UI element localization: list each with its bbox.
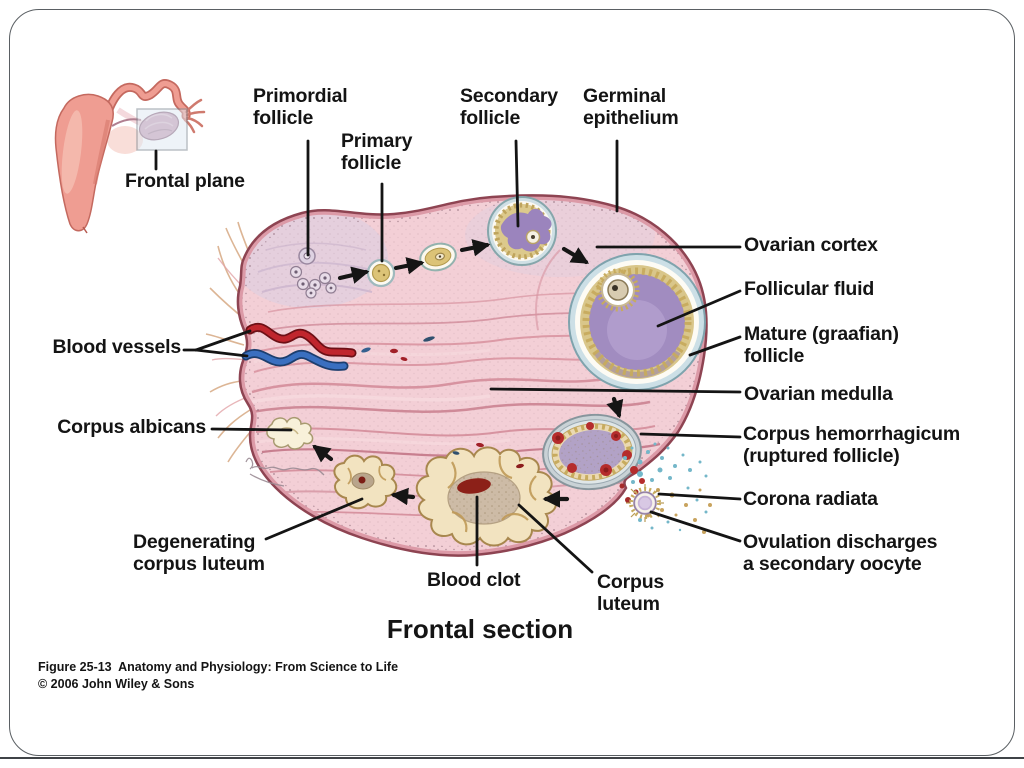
sequence-arrows — [312, 239, 624, 508]
label-corona-radiata: Corona radiata — [743, 488, 878, 510]
blood-vessel-blue — [241, 349, 349, 371]
corona-radiata-ring — [629, 487, 661, 519]
label-secondary-follicle: Secondary follicle — [460, 85, 558, 129]
slide-bottom-rule — [0, 757, 1024, 759]
primary-follicle-shape — [366, 258, 396, 288]
secondary-follicle-shape — [487, 196, 557, 266]
corpus-luteum-shape — [415, 446, 557, 547]
label-corpus-albicans: Corpus albicans — [57, 416, 206, 438]
label-primordial-follicle: Primordial follicle — [253, 85, 348, 129]
mature-follicle-shape — [568, 253, 706, 391]
secondary-follicle-small — [419, 242, 457, 272]
figure-title: Frontal section — [386, 614, 574, 644]
artist-signature — [245, 457, 325, 487]
label-frontal-plane: Frontal plane — [125, 170, 245, 192]
label-corpus-hemorrhagicum: Corpus hemorrhagicum (ruptured follicle) — [743, 423, 961, 467]
discharged-oocyte — [626, 484, 664, 522]
label-primary-follicle: Primary follicle — [341, 130, 413, 174]
leader-lines — [154, 139, 742, 574]
figure-caption-line1: Figure 25-13 Anatomy and Physiology: Fro… — [38, 660, 399, 674]
slide-border — [9, 9, 1015, 756]
oocyte — [596, 268, 640, 312]
uterus-inset-illustration — [54, 79, 206, 234]
label-mature-graafian-follicle: Mature (graafian) follicle — [744, 323, 899, 367]
medulla-vessel-fragments — [361, 336, 524, 469]
blood-clot-shape — [457, 478, 491, 494]
degenerating-corpus-luteum-shape — [333, 454, 398, 510]
label-ovarian-medulla: Ovarian medulla — [744, 383, 893, 405]
label-ovulation-discharges: Ovulation discharges a secondary oocyte — [743, 531, 938, 575]
label-germinal-epithelium: Germinal epithelium — [583, 85, 679, 129]
label-follicular-fluid: Follicular fluid — [744, 278, 875, 300]
label-ovarian-cortex: Ovarian cortex — [744, 234, 878, 256]
label-blood-vessels: Blood vessels — [52, 336, 181, 358]
blood-vessel-red — [245, 322, 357, 358]
label-corpus-luteum: Corpus luteum — [597, 571, 665, 615]
figure-caption-line2: © 2006 John Wiley & Sons — [38, 677, 195, 691]
label-blood-clot: Blood clot — [427, 569, 521, 591]
frontal-plane-box — [136, 108, 188, 151]
label-degenerating-corpus-luteum: Degenerating corpus luteum — [133, 531, 265, 575]
